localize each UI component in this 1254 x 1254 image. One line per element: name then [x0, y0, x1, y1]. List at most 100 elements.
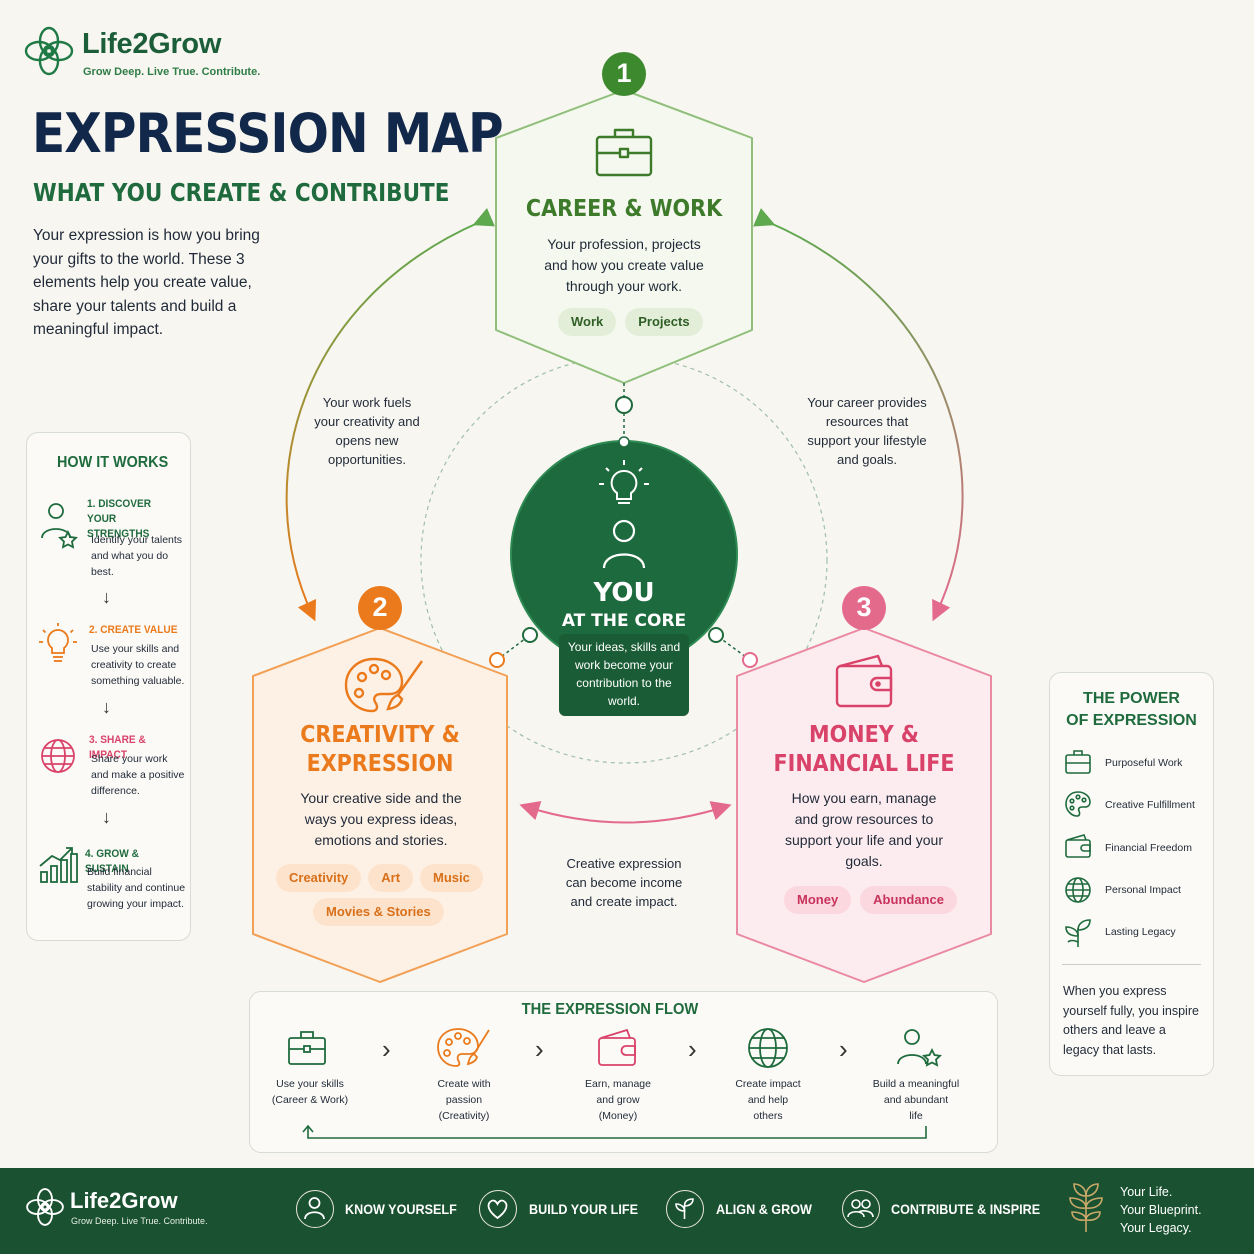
palette-icon	[436, 1026, 492, 1070]
step-1-text: Identify your talents and what you do be…	[91, 534, 183, 578]
money-tags: Money Abundance	[784, 886, 957, 914]
expression-flow-panel	[249, 991, 998, 1153]
lightbulb-icon	[38, 622, 78, 666]
badge-2-number: 2	[372, 592, 388, 622]
power-item-label: Creative Fulfillment	[1105, 799, 1195, 811]
creativity-hexagon	[252, 627, 508, 983]
person-icon	[296, 1190, 334, 1228]
how-it-works-title: HOW IT WORKS	[57, 454, 169, 471]
briefcase-icon	[594, 124, 654, 180]
right-arc-arrow	[753, 208, 964, 622]
person-star-icon	[38, 500, 80, 552]
left-arc-note: Your work fuels your creativity and open…	[314, 395, 420, 467]
globe-icon	[39, 737, 77, 775]
brand-tagline: Grow Deep. Live True. Contribute.	[83, 66, 261, 78]
people-icon	[842, 1190, 880, 1228]
power-title-line1: THE POWER	[1083, 690, 1180, 707]
left-arc-arrow	[285, 208, 495, 622]
tag[interactable]: Music	[420, 864, 483, 892]
core-title: YOU	[593, 578, 655, 608]
flow-title: THE EXPRESSION FLOW	[521, 1001, 699, 1018]
growth-chart-icon	[38, 846, 78, 884]
flow-step-label: Use your skills(Career & Work)	[271, 1078, 349, 1106]
power-item-label: Lasting Legacy	[1105, 926, 1176, 938]
core-subtitle: AT THE CORE	[561, 611, 687, 631]
badge-3-number: 3	[856, 592, 872, 622]
footer-item-build-your-life[interactable]: BUILD YOUR LIFE	[529, 1201, 638, 1217]
power-panel	[1049, 672, 1214, 1076]
bottom-arc-arrow	[519, 801, 732, 824]
step-1-title: 1. DISCOVER YOUR STRENGTHS	[87, 498, 152, 540]
page-title: EXPRESSION MAP	[32, 102, 504, 165]
footer	[0, 1168, 1254, 1254]
lightbulb-icon	[596, 458, 652, 516]
power-item-label: Personal Impact	[1105, 884, 1181, 896]
heart-icon	[479, 1190, 517, 1228]
briefcase-icon	[287, 1029, 327, 1067]
tag[interactable]: Abundance	[860, 886, 957, 914]
core-text-box: Your ideas, skills and work become your …	[559, 634, 689, 716]
badge-2	[358, 586, 402, 630]
flow-arrow: ›	[688, 1034, 697, 1064]
step-2-text: Use your skills and creativity to create…	[91, 643, 185, 687]
flow-return-bracket	[302, 1124, 927, 1139]
power-item-label: Purposeful Work	[1105, 757, 1183, 769]
core-text: Your ideas, skills and work become your …	[567, 640, 681, 708]
footer-closing: Your Life. Your Blueprint. Your Legacy.	[1120, 1185, 1202, 1235]
footer-brand-name: Life2Grow	[70, 1188, 178, 1213]
creativity-title-line1: CREATIVITY &	[300, 722, 460, 748]
page-subtitle: WHAT YOU CREATE & CONTRIBUTE	[33, 178, 450, 207]
wallet-icon	[834, 652, 898, 710]
step-2-title: 2. CREATE VALUE	[89, 624, 178, 636]
step-arrow: ↓	[102, 807, 111, 827]
step-arrow: ↓	[102, 587, 111, 607]
leaf-knot-icon	[24, 1186, 66, 1228]
palette-icon	[344, 655, 428, 715]
tag[interactable]: Creativity	[276, 864, 362, 892]
power-closing: When you express yourself fully, you ins…	[1063, 984, 1199, 1057]
step-4-text: Build financial stability and continue g…	[87, 866, 186, 910]
flow-arrow: ›	[382, 1034, 391, 1064]
connector-dot	[742, 652, 758, 668]
money-text: How you earn, manage and grow resources …	[785, 790, 943, 869]
tag[interactable]: Projects	[625, 308, 703, 336]
person-icon	[600, 518, 648, 570]
power-title-line2: OF EXPRESSION	[1066, 712, 1197, 729]
briefcase-icon	[1064, 749, 1092, 775]
footer-brand-tagline: Grow Deep. Live True. Contribute.	[71, 1216, 208, 1226]
career-title: CAREER & WORK	[525, 196, 723, 222]
creativity-text: Your creative side and the ways you expr…	[300, 790, 462, 848]
brand-logo	[22, 24, 76, 78]
flow-arrow: ›	[535, 1034, 544, 1064]
creativity-tags-row2: Movies & Stories	[313, 898, 444, 926]
tag[interactable]: Money	[784, 886, 852, 914]
footer-item-align-grow[interactable]: ALIGN & GROW	[716, 1201, 812, 1217]
footer-item-know-yourself[interactable]: KNOW YOURSELF	[345, 1201, 457, 1217]
tree-icon	[1064, 1182, 1108, 1234]
money-title-line2: FINANCIAL LIFE	[773, 751, 955, 777]
tag[interactable]: Art	[368, 864, 414, 892]
career-tags: Work Projects	[558, 308, 703, 336]
sprout-icon	[1064, 918, 1092, 948]
creativity-title-line2: EXPRESSION	[306, 751, 454, 777]
footer-item-contribute-inspire[interactable]: CONTRIBUTE & INSPIRE	[891, 1201, 1041, 1217]
step-arrow: ↓	[102, 697, 111, 717]
wallet-icon	[597, 1028, 639, 1068]
career-text: Your profession, projects and how you cr…	[544, 236, 704, 294]
connector-dot	[615, 396, 633, 414]
wallet-icon	[1064, 833, 1092, 859]
sprout-icon	[666, 1190, 704, 1228]
money-title-line1: MONEY &	[809, 722, 919, 748]
tag[interactable]: Movies & Stories	[313, 898, 444, 926]
leaf-knot-icon	[24, 26, 74, 76]
tag[interactable]: Work	[558, 308, 617, 336]
power-item-label: Financial Freedom	[1105, 842, 1192, 854]
badge-1-number: 1	[616, 58, 632, 88]
step-3-text: Share your work and make a positive diff…	[91, 753, 185, 797]
connector-dot	[489, 652, 505, 668]
